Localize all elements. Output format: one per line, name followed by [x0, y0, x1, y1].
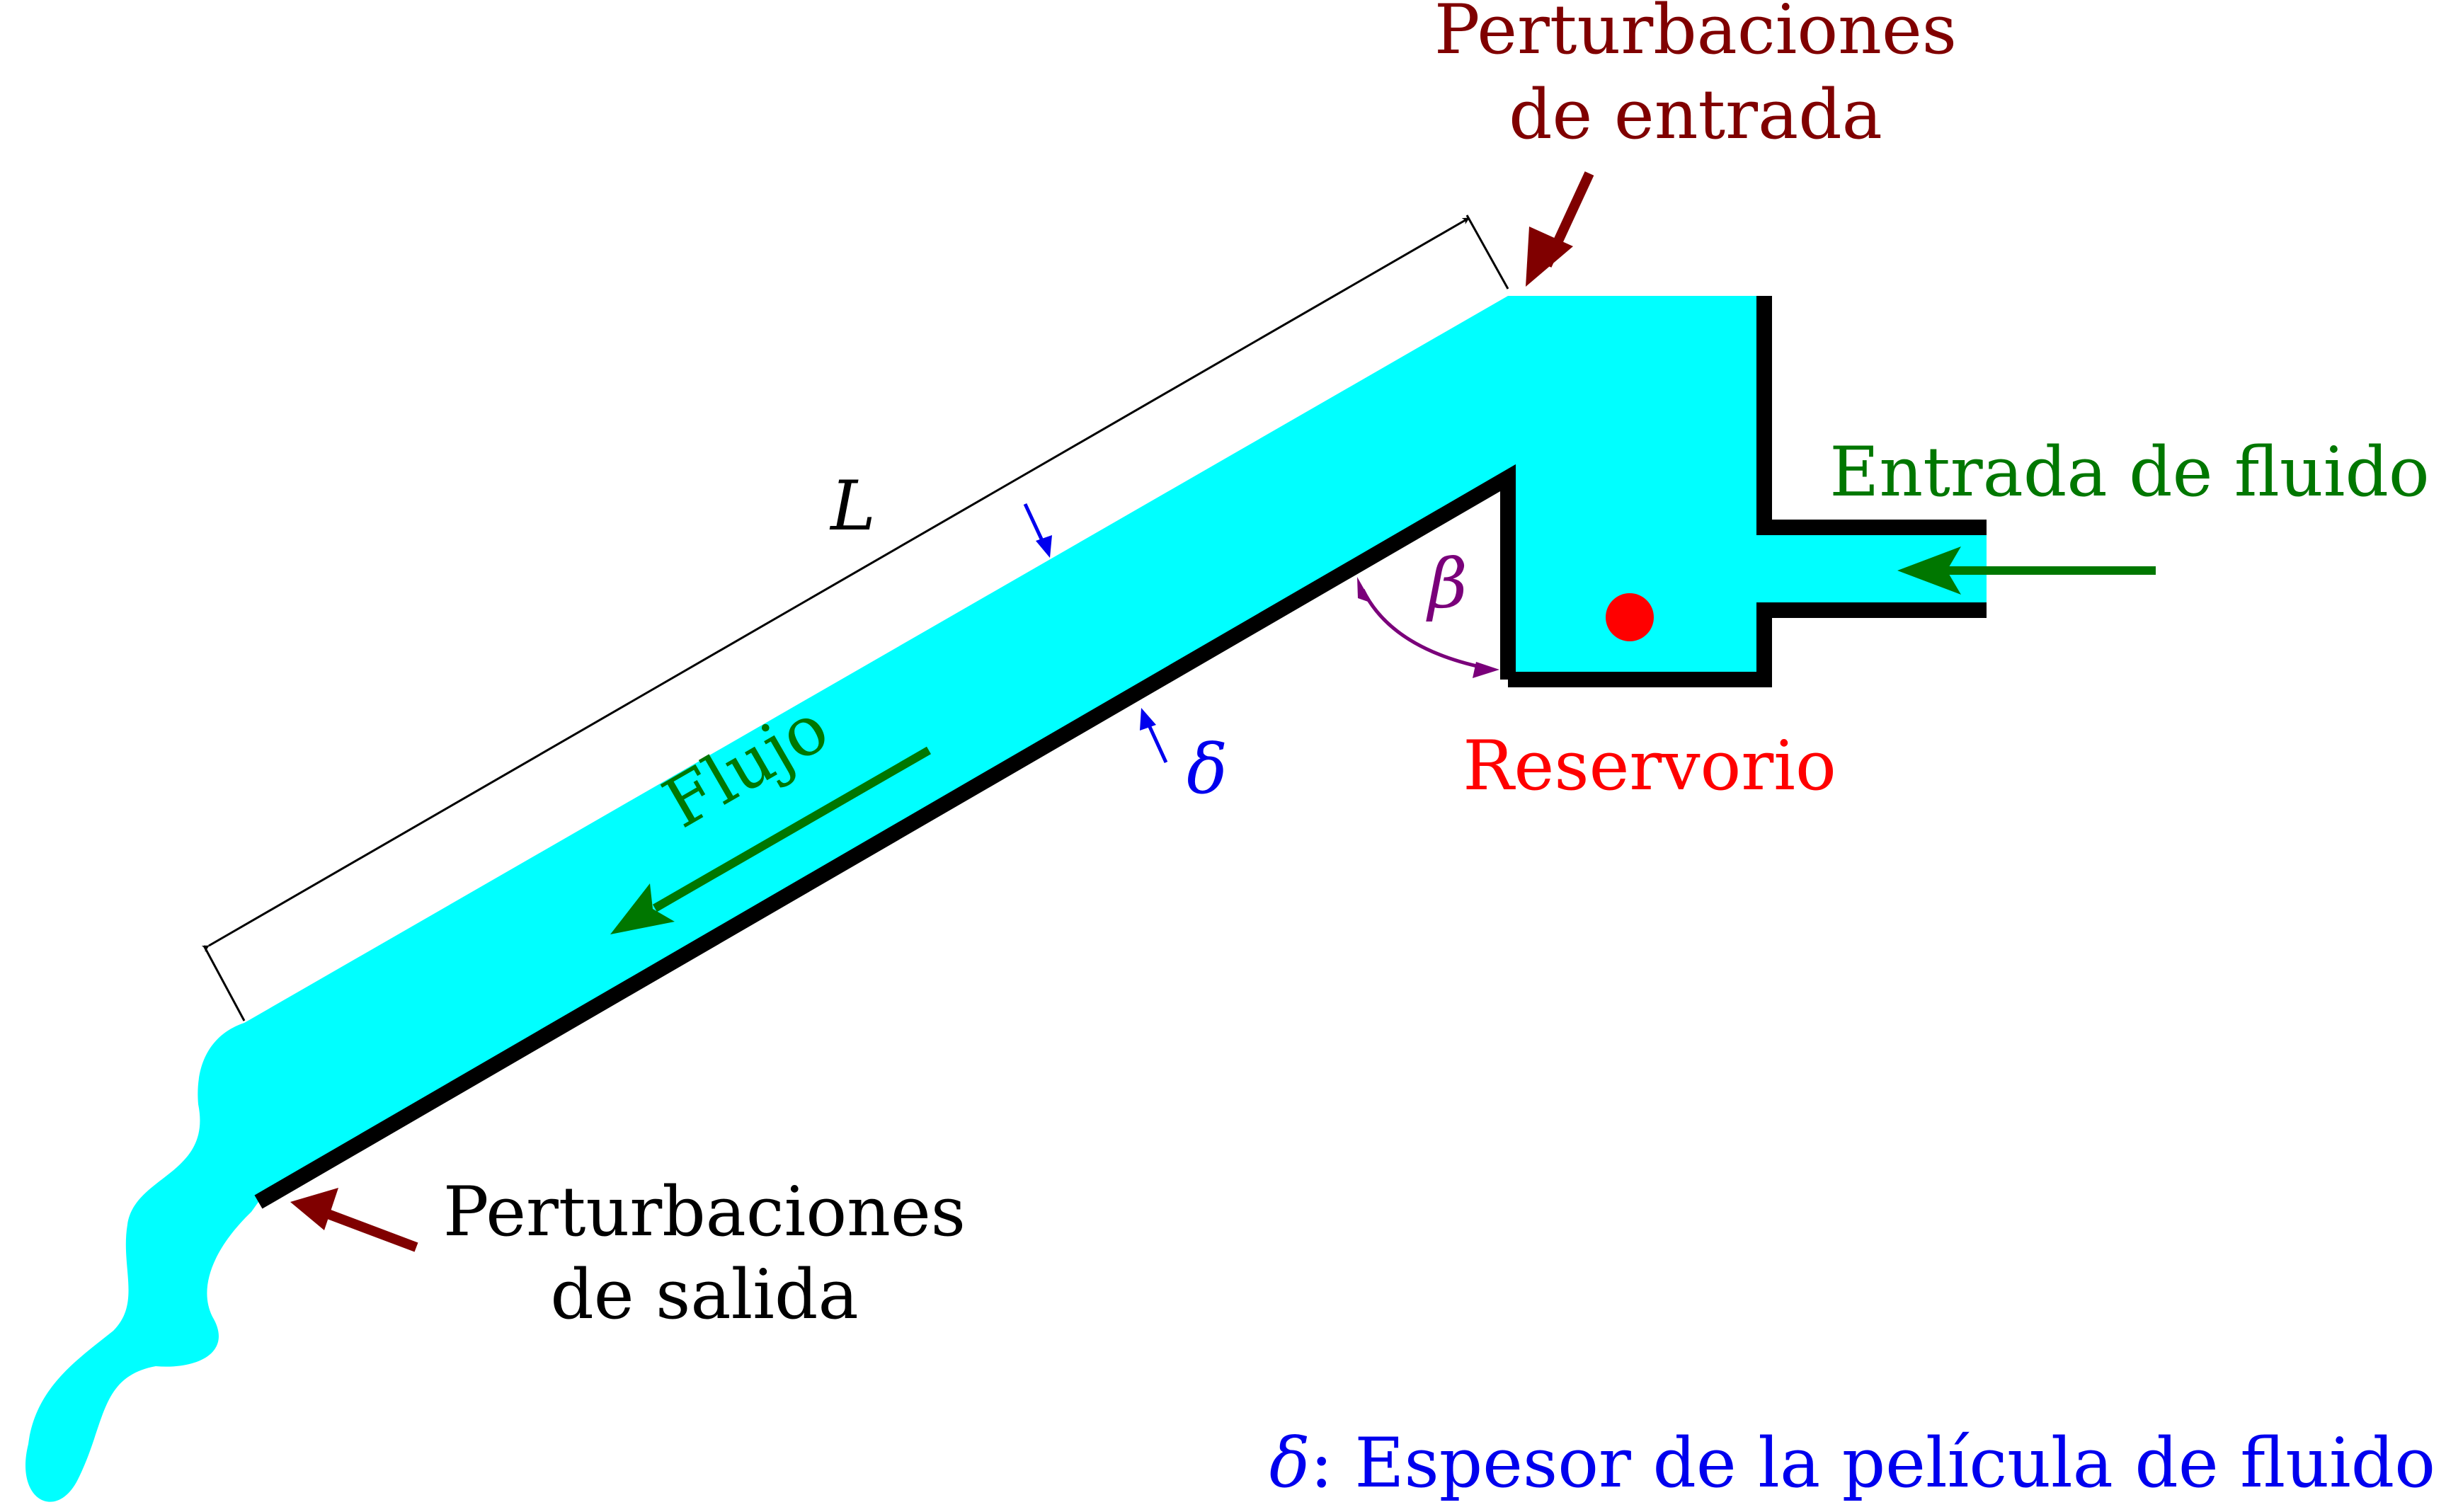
- inlet-perturbations-label-line1: Perturbaciones: [1434, 0, 1957, 69]
- legend-symbol: δ: [1269, 1424, 1310, 1503]
- thickness-arrowhead-top: [1036, 535, 1052, 558]
- thickness-arrow-bottom-shaft: [1145, 719, 1168, 764]
- reservoir-wall: [1508, 602, 1987, 687]
- reservoir-dot: [1606, 593, 1654, 641]
- legend: δ: Espesor de la película de fluido: [1269, 1424, 2435, 1503]
- reservoir-label: Reservorio: [1463, 726, 1836, 806]
- outlet-perturbation-arrow-shaft: [316, 1205, 418, 1252]
- angle-symbol: β: [1426, 544, 1468, 624]
- flow-arrow-shaft: [653, 746, 931, 912]
- fluid-inlet-label: Entrada de fluido: [1829, 433, 2429, 512]
- angle-arrowhead-bottom: [1473, 662, 1499, 678]
- thickness-symbol: δ: [1187, 730, 1228, 809]
- length-symbol: L: [829, 466, 876, 546]
- flow-arrowhead: [610, 883, 675, 934]
- outlet-perturbations-label-line2: de salida: [550, 1255, 858, 1334]
- legend-text: : Espesor de la película de fluido: [1310, 1424, 2435, 1503]
- inclined-wall: [254, 464, 1516, 1209]
- angle-arc: [1361, 588, 1484, 670]
- fluid-inlet-arrowhead: [1897, 546, 1961, 595]
- length-extension-top: [1465, 214, 1509, 290]
- thickness-arrow-top-shaft: [1023, 503, 1046, 546]
- inlet-perturbation-arrowhead: [1526, 227, 1573, 287]
- outlet-perturbation-arrowhead: [290, 1188, 338, 1230]
- length-extension-bottom: [202, 945, 246, 1021]
- inlet-perturbations-label-line2: de entrada: [1509, 75, 1882, 154]
- fluid-film: [25, 296, 1987, 1502]
- outlet-perturbations-label-line1: Perturbaciones: [443, 1172, 966, 1252]
- thickness-arrowhead-bottom: [1140, 708, 1156, 731]
- length-dimension-line: [201, 217, 1470, 952]
- angle-arrowhead-top: [1357, 577, 1372, 603]
- reservoir-top-wall: [1756, 296, 1987, 535]
